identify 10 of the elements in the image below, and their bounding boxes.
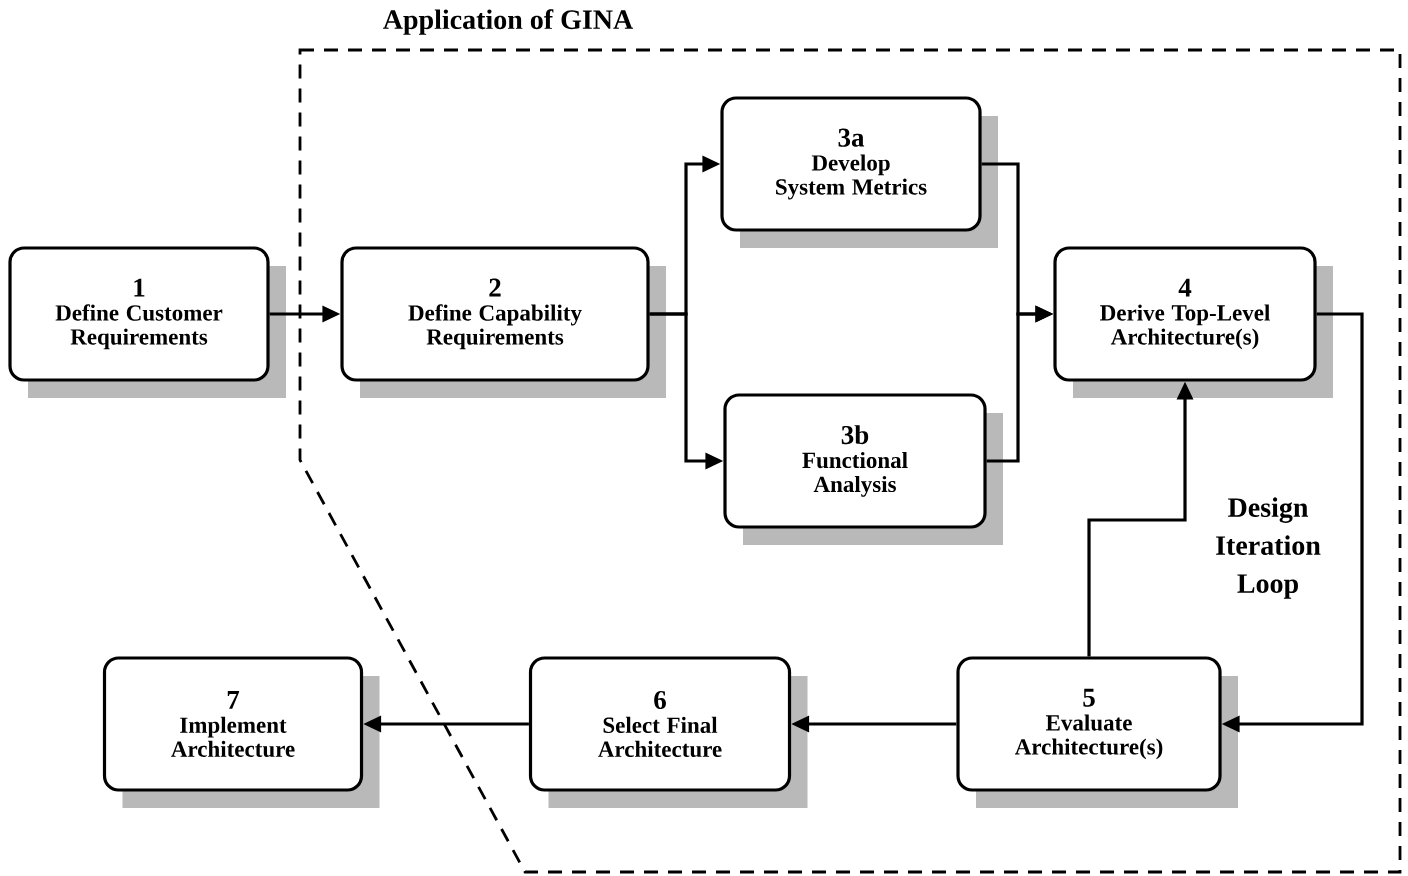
process-box: 3a Develop System Metrics bbox=[720, 96, 998, 248]
process-box: 4 Derive Top-Level Architecture(s) bbox=[1053, 246, 1333, 398]
process-box: 7 Implement Architecture bbox=[102, 656, 380, 808]
process-box: 3b Functional Analysis bbox=[723, 393, 1003, 545]
process-box: 6 Select Final Architecture bbox=[528, 656, 808, 808]
process-box: 5 Evaluate Architecture(s) bbox=[956, 656, 1238, 808]
node-label: Application of GINA bbox=[383, 9, 634, 35]
process-box: 1 Define Customer Requirements bbox=[8, 246, 286, 398]
loop-label: Design Iteration Loop bbox=[1216, 497, 1321, 599]
process-box: 2 Define Capability Requirements bbox=[340, 246, 666, 398]
